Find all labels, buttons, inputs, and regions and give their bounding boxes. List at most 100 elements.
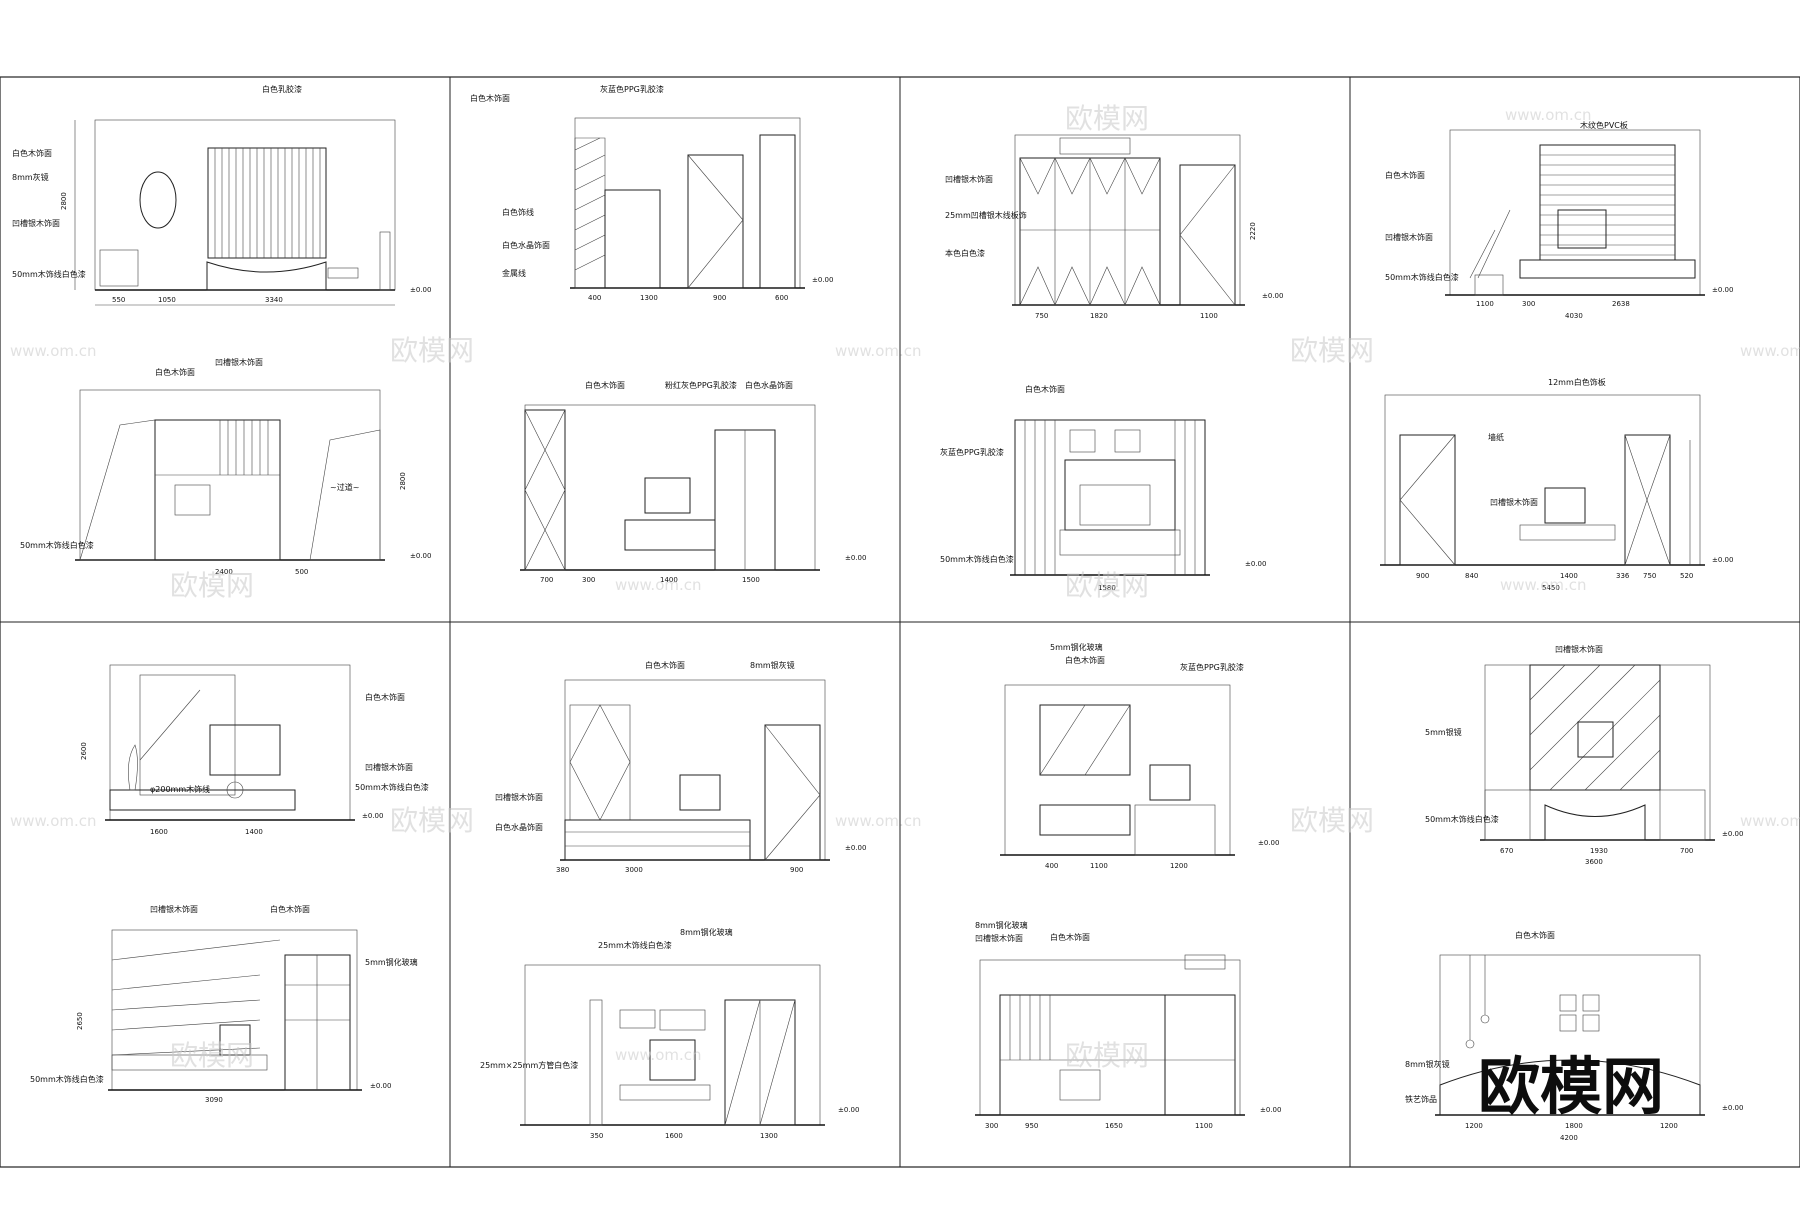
watermark-text: 欧模网 bbox=[1290, 334, 1374, 367]
p14-dim-4: ±0.00 bbox=[838, 1106, 859, 1114]
p1-dim-3: 3340 bbox=[265, 296, 283, 304]
p3-dim-1: 750 bbox=[1035, 312, 1048, 320]
p9-label-3: 50mm木饰线白色漆 bbox=[355, 782, 429, 792]
p14-dim-1: 350 bbox=[590, 1132, 603, 1140]
p12-label-1: 凹槽银木饰面 bbox=[1555, 644, 1603, 654]
p1-dim-4: 2800 bbox=[60, 192, 68, 210]
p13-dim-2: 2650 bbox=[76, 1012, 84, 1030]
p15-label-1: 8mm钢化玻璃 bbox=[975, 920, 1028, 930]
p4-dim-4: 4030 bbox=[1565, 312, 1583, 320]
p3-label-2: 25mm凹槽银木线板饰 bbox=[945, 210, 1027, 220]
watermark-text: 欧模网 bbox=[170, 569, 254, 602]
p8-dim-6: 520 bbox=[1680, 572, 1693, 580]
watermark-text: 欧模网 bbox=[170, 1039, 254, 1072]
p8-label-1: 12mm白色饰板 bbox=[1548, 377, 1606, 387]
watermark-text: 欧模网 bbox=[1065, 1039, 1149, 1072]
elevation-panel-15: 8mm钢化玻璃 白色木饰面 凹槽银木饰面 300 950 1650 1100 ±… bbox=[975, 920, 1281, 1130]
p16-dim-2: 1800 bbox=[1565, 1122, 1583, 1130]
p16-dim-1: 1200 bbox=[1465, 1122, 1483, 1130]
elevation-panel-4: 白色木饰面 木纹色PVC板 凹槽银木饰面 50mm木饰线白色漆 1100 300… bbox=[1385, 120, 1733, 320]
p9-label-1: 白色木饰面 bbox=[365, 692, 405, 702]
p12-dim-4: 3600 bbox=[1585, 858, 1603, 866]
p3-label-3: 本色白色漆 bbox=[945, 248, 985, 258]
p1-label-1: 白色木饰面 bbox=[12, 148, 52, 158]
p6-dim-2: 300 bbox=[582, 576, 595, 584]
p10-dim-1: 380 bbox=[556, 866, 569, 874]
p12-dim-3: 700 bbox=[1680, 847, 1693, 855]
p8-label-2: 凹槽银木饰面 bbox=[1490, 497, 1538, 507]
p4-label-2: 木纹色PVC板 bbox=[1580, 120, 1628, 130]
p10-label-4: 白色水晶饰面 bbox=[495, 822, 543, 832]
p13-label-3: 5mm钢化玻璃 bbox=[365, 957, 418, 967]
p9-dim-4: ±0.00 bbox=[362, 812, 383, 820]
elevation-panel-10: 白色木饰面 8mm银灰镜 凹槽银木饰面 白色水晶饰面 380 3000 900 … bbox=[495, 660, 866, 874]
p16-label-3: 铁艺饰品 bbox=[1405, 1094, 1437, 1104]
p4-dim-5: ±0.00 bbox=[1712, 286, 1733, 294]
p7-label-1: 白色木饰面 bbox=[1025, 384, 1065, 394]
p2-dim-1: 400 bbox=[588, 294, 601, 302]
elevation-panel-9: 白色木饰面 凹槽银木饰面 50mm木饰线白色漆 φ200mm木饰线 1600 1… bbox=[80, 664, 429, 836]
p3-dim-4: 2220 bbox=[1249, 222, 1257, 240]
elevation-panel-1: 白色木饰面 8mm灰镜 白色乳胶漆 凹槽银木饰面 50mm木饰线白色漆 550 … bbox=[12, 84, 431, 306]
elevation-panel-5: ~过道~ 白色木饰面 凹槽银木饰面 50mm木饰线白色漆 2400 500 28… bbox=[20, 357, 431, 576]
p14-dim-3: 1300 bbox=[760, 1132, 778, 1140]
p3-label-1: 凹槽银木饰面 bbox=[945, 174, 993, 184]
watermark-url: www.om.cn bbox=[615, 576, 702, 594]
p11-label-1: 5mm钢化玻璃 bbox=[1050, 642, 1103, 652]
p9-dim-2: 1400 bbox=[245, 828, 263, 836]
p16-dim-4: 4200 bbox=[1560, 1134, 1578, 1142]
p16-label-1: 白色木饰面 bbox=[1515, 930, 1555, 940]
p15-label-3: 凹槽银木饰面 bbox=[975, 933, 1023, 943]
p5-label-1: 白色木饰面 bbox=[155, 367, 195, 377]
p12-dim-1: 670 bbox=[1500, 847, 1513, 855]
p9-label-2: 凹槽银木饰面 bbox=[365, 762, 413, 772]
p1-dim-1: 550 bbox=[112, 296, 125, 304]
p16-dim-5: ±0.00 bbox=[1722, 1104, 1743, 1112]
p8-dim-1: 900 bbox=[1416, 572, 1429, 580]
p2-dim-3: 900 bbox=[713, 294, 726, 302]
p16-label-2: 8mm银灰镜 bbox=[1405, 1059, 1450, 1069]
p3-dim-5: ±0.00 bbox=[1262, 292, 1283, 300]
p6-dim-3: 1400 bbox=[660, 576, 678, 584]
p9-dim-3: 2600 bbox=[80, 742, 88, 760]
watermark-text: 欧模网 bbox=[1065, 569, 1149, 602]
p15-label-2: 白色木饰面 bbox=[1050, 932, 1090, 942]
p6-dim-1: 700 bbox=[540, 576, 553, 584]
p11-label-3: 灰蓝色PPG乳胶漆 bbox=[1180, 662, 1244, 672]
p14-dim-2: 1600 bbox=[665, 1132, 683, 1140]
p12-label-3: 50mm木饰线白色漆 bbox=[1425, 814, 1499, 824]
p8-label-3: 墙纸 bbox=[1488, 432, 1504, 442]
elevation-panel-13: 凹槽银木饰面 白色木饰面 5mm钢化玻璃 50mm木饰线白色漆 3090 265… bbox=[30, 904, 418, 1104]
p10-label-1: 白色木饰面 bbox=[645, 660, 685, 670]
p10-dim-2: 3000 bbox=[625, 866, 643, 874]
p3-dim-3: 1100 bbox=[1200, 312, 1218, 320]
p13-dim-1: 3090 bbox=[205, 1096, 223, 1104]
p13-label-2: 白色木饰面 bbox=[270, 904, 310, 914]
p5-dim-1: 2400 bbox=[215, 568, 233, 576]
p6-dim-5: ±0.00 bbox=[845, 554, 866, 562]
p11-dim-1: 400 bbox=[1045, 862, 1058, 870]
elevation-panel-16: 白色木饰面 8mm银灰镜 铁艺饰品 1200 1800 1200 4200 ±0… bbox=[1405, 930, 1743, 1142]
p2-label-3: 白色饰线 bbox=[502, 207, 534, 217]
brand-logo: 欧模网 bbox=[1478, 1050, 1664, 1123]
elevation-panel-14: 25mm木饰线白色漆 8mm钢化玻璃 25mm×25mm方管白色漆 350 16… bbox=[480, 927, 859, 1140]
p1-label-2: 8mm灰镜 bbox=[12, 172, 49, 182]
p10-dim-4: ±0.00 bbox=[845, 844, 866, 852]
p10-label-2: 8mm银灰镜 bbox=[750, 660, 795, 670]
watermark-text: 欧模网 bbox=[390, 804, 474, 837]
p2-label-4: 白色水晶饰面 bbox=[502, 240, 550, 250]
p10-label-3: 凹槽银木饰面 bbox=[495, 792, 543, 802]
p4-label-4: 50mm木饰线白色漆 bbox=[1385, 272, 1459, 282]
p2-dim-4: 600 bbox=[775, 294, 788, 302]
elevation-panel-6: 白色木饰面 粉红灰色PPG乳胶漆 白色水晶饰面 700 300 1400 150… bbox=[520, 380, 866, 584]
p15-dim-1: 300 bbox=[985, 1122, 998, 1130]
watermark-url: www.om.cn bbox=[835, 342, 922, 360]
elevation-panel-12: 凹槽银木饰面 5mm银镜 50mm木饰线白色漆 670 1930 700 360… bbox=[1425, 644, 1743, 866]
p14-label-3: 25mm×25mm方管白色漆 bbox=[480, 1060, 578, 1070]
p4-dim-3: 2638 bbox=[1612, 300, 1630, 308]
p7-dim-1: 1580 bbox=[1098, 584, 1116, 592]
p8-dim-5: 750 bbox=[1643, 572, 1656, 580]
p11-dim-3: 1200 bbox=[1170, 862, 1188, 870]
p12-dim-5: ±0.00 bbox=[1722, 830, 1743, 838]
p1-label-4: 凹槽银木饰面 bbox=[12, 218, 60, 228]
